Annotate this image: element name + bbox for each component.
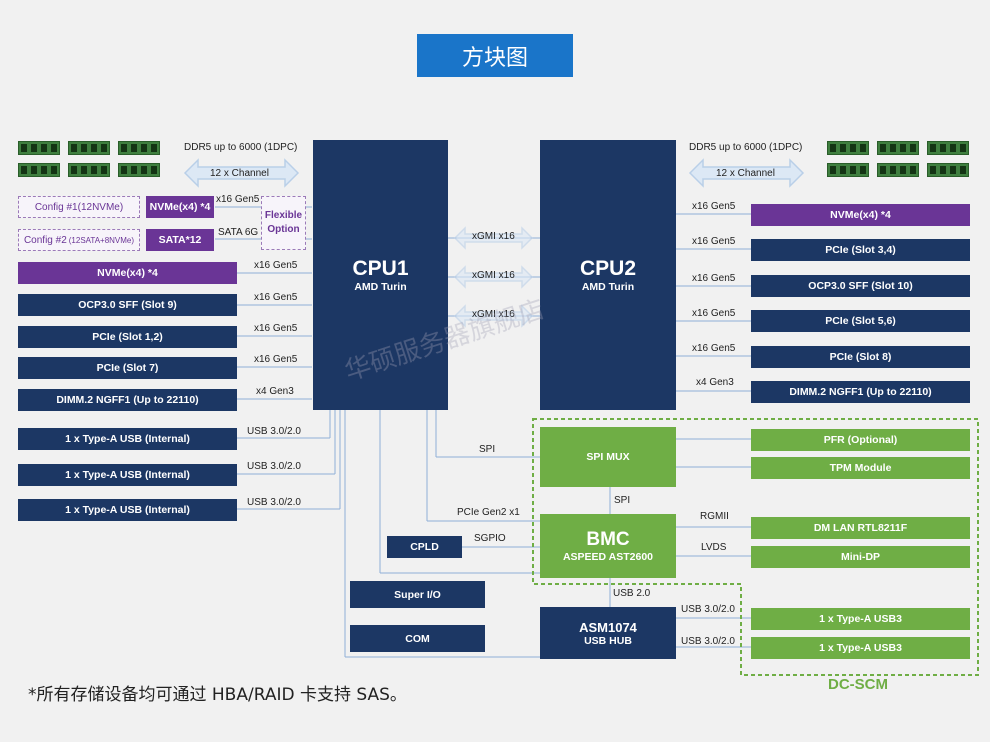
left-nvme-box: NVMe(x4) *4 bbox=[18, 262, 237, 284]
dimm-icon bbox=[68, 163, 110, 177]
tpm-box: TPM Module bbox=[751, 457, 970, 479]
dimm-icon bbox=[118, 163, 160, 177]
link-label: x4 Gen3 bbox=[696, 377, 734, 388]
flex-label-2: Option bbox=[267, 224, 300, 235]
link-label: USB 3.0/2.0 bbox=[247, 426, 301, 437]
link-label: USB 3.0/2.0 bbox=[247, 497, 301, 508]
right-pcie-slot56-box: PCIe (Slot 5,6) bbox=[751, 310, 970, 332]
dimm-icon bbox=[18, 141, 60, 155]
right-nvme-box: NVMe(x4) *4 bbox=[751, 204, 970, 226]
super-io-box: Super I/O bbox=[350, 581, 485, 608]
nvme-small-box: NVMe(x4) *4 bbox=[146, 196, 214, 218]
flex-label-1: Flexible bbox=[264, 210, 303, 221]
link-label: x16 Gen5 bbox=[692, 236, 736, 247]
dimm-icon bbox=[118, 141, 160, 155]
bmc-sub: ASPEED AST2600 bbox=[562, 551, 654, 563]
spi-top-label: SPI bbox=[479, 444, 496, 455]
xgmi-label: xGMI x16 bbox=[472, 231, 515, 242]
dimm-icon bbox=[927, 141, 969, 155]
link-label: x16 Gen5 bbox=[692, 201, 736, 212]
dimm-icon bbox=[877, 163, 919, 177]
asm1074-box: ASM1074 USB HUB bbox=[540, 607, 676, 659]
config2-label: Config #2 bbox=[23, 234, 67, 246]
left-pcie-slot12-box: PCIe (Slot 1,2) bbox=[18, 326, 237, 348]
pcie-gen2-label: PCIe Gen2 x1 bbox=[457, 507, 520, 518]
bmc-box: BMC ASPEED AST2600 bbox=[540, 514, 676, 578]
ddr-label-left: DDR5 up to 6000 (1DPC) bbox=[184, 142, 298, 153]
channel-label-right: 12 x Channel bbox=[716, 168, 775, 179]
dimm-icon bbox=[827, 141, 869, 155]
spi-mux-box: SPI MUX bbox=[540, 427, 676, 487]
config1-box: Config #1(12NVMe) bbox=[18, 196, 140, 218]
link-label: x16 Gen5 bbox=[692, 273, 736, 284]
left-usb-box: 1 x Type-A USB (Internal) bbox=[18, 428, 237, 450]
bmc-name: BMC bbox=[586, 529, 630, 550]
dimm-icon bbox=[18, 163, 60, 177]
config2-sub: (12SATA+8NVMe) bbox=[68, 235, 135, 245]
cpld-box: CPLD bbox=[387, 536, 462, 558]
channel-label-left: 12 x Channel bbox=[210, 168, 269, 179]
config2-box: Config #2 (12SATA+8NVMe) bbox=[18, 229, 140, 251]
flexible-option-box: Flexible Option bbox=[261, 196, 306, 250]
cpu1-block: CPU1 AMD Turin bbox=[313, 140, 448, 410]
link-label: x4 Gen3 bbox=[256, 386, 294, 397]
dimm-icon bbox=[877, 141, 919, 155]
pfr-box: PFR (Optional) bbox=[751, 429, 970, 451]
link-label: x16 Gen5 bbox=[692, 308, 736, 319]
dimm-icon bbox=[927, 163, 969, 177]
rgmii-label: RGMII bbox=[700, 511, 729, 522]
usb-hub-link-label: USB 3.0/2.0 bbox=[681, 604, 735, 615]
right-pcie-slot8-box: PCIe (Slot 8) bbox=[751, 346, 970, 368]
ddr-label-right: DDR5 up to 6000 (1DPC) bbox=[689, 142, 803, 153]
spi-mid-label: SPI bbox=[614, 495, 631, 506]
sgpio-label: SGPIO bbox=[474, 533, 506, 544]
asm-sub: USB HUB bbox=[584, 634, 632, 647]
link-label: x16 Gen5 bbox=[254, 260, 298, 271]
dimm-icon bbox=[68, 141, 110, 155]
asm-name: ASM1074 bbox=[579, 619, 637, 635]
link-label: x16 Gen5 bbox=[692, 343, 736, 354]
link-label: x16 Gen5 bbox=[254, 354, 298, 365]
dimm-icon bbox=[827, 163, 869, 177]
lan-box: DM LAN RTL8211F bbox=[751, 517, 970, 539]
dimm-group-right bbox=[827, 141, 977, 181]
left-usb-box: 1 x Type-A USB (Internal) bbox=[18, 499, 237, 521]
mini-dp-box: Mini-DP bbox=[751, 546, 970, 568]
cpu1-name: CPU1 bbox=[352, 257, 409, 280]
right-dimm2-box: DIMM.2 NGFF1 (Up to 22110) bbox=[751, 381, 970, 403]
footnote: *所有存储设备均可通过 HBA/RAID 卡支持 SAS。 bbox=[28, 685, 407, 705]
sata6g-label: SATA 6G bbox=[218, 227, 259, 238]
link-label: x16 Gen5 bbox=[254, 292, 298, 303]
left-dimm2-box: DIMM.2 NGFF1 (Up to 22110) bbox=[18, 389, 237, 411]
dimm-group-left bbox=[18, 141, 168, 181]
cpu2-name: CPU2 bbox=[579, 257, 637, 280]
page-title: 方块图 bbox=[417, 34, 573, 77]
sata-box: SATA*12 bbox=[146, 229, 214, 251]
right-ocp-box: OCP3.0 SFF (Slot 10) bbox=[751, 275, 970, 297]
x16-gen5-top-label: x16 Gen5 bbox=[216, 194, 260, 205]
cpu2-sub: AMD Turin bbox=[581, 281, 635, 293]
link-label: USB 3.0/2.0 bbox=[247, 461, 301, 472]
dc-scm-label: DC-SCM bbox=[828, 676, 888, 693]
link-label: x16 Gen5 bbox=[254, 323, 298, 334]
right-pcie-slot34-box: PCIe (Slot 3,4) bbox=[751, 239, 970, 261]
usb20-label: USB 2.0 bbox=[613, 588, 651, 599]
lvds-label: LVDS bbox=[701, 542, 727, 553]
left-pcie-slot7-box: PCIe (Slot 7) bbox=[18, 357, 237, 379]
left-ocp-box: OCP3.0 SFF (Slot 9) bbox=[18, 294, 237, 316]
usb-hub-link-label: USB 3.0/2.0 bbox=[681, 636, 735, 647]
xgmi-label: xGMI x16 bbox=[472, 309, 515, 320]
cpu2-block: CPU2 AMD Turin bbox=[540, 140, 676, 410]
com-box: COM bbox=[350, 625, 485, 652]
usb3-box: 1 x Type-A USB3 bbox=[751, 608, 970, 630]
xgmi-label: xGMI x16 bbox=[472, 270, 515, 281]
cpu1-sub: AMD Turin bbox=[354, 281, 407, 293]
left-usb-box: 1 x Type-A USB (Internal) bbox=[18, 464, 237, 486]
usb3-box: 1 x Type-A USB3 bbox=[751, 637, 970, 659]
